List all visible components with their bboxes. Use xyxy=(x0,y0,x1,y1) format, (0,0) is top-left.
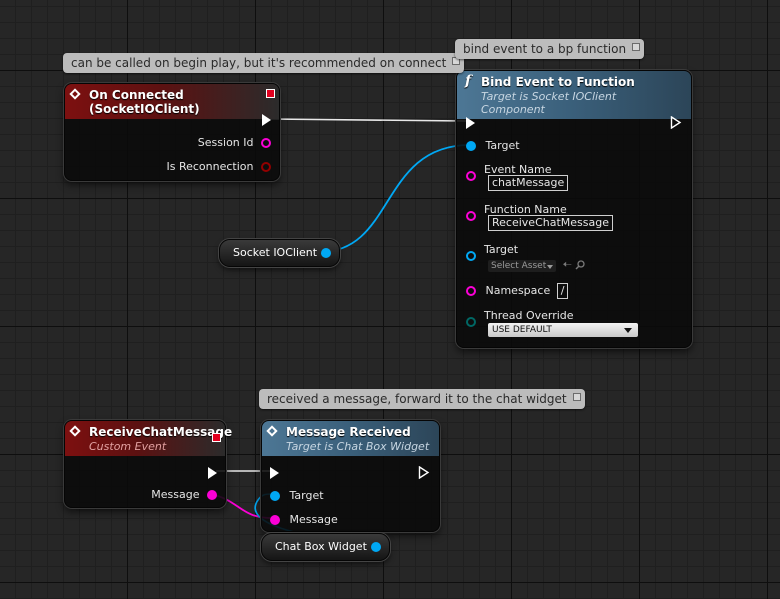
comment-text: can be called on begin play, but it's re… xyxy=(71,56,447,70)
object-wire-socket-target xyxy=(319,144,471,253)
select-asset-dropdown[interactable]: Select Asset xyxy=(488,260,556,272)
comment-on-connected[interactable]: can be called on begin play, but it's re… xyxy=(63,53,465,73)
target-asset-field[interactable]: Select Asset 🠠 xyxy=(488,256,586,275)
node-subtitle: Custom Event xyxy=(89,440,167,453)
message-received-node[interactable]: Message Received Target is Chat Box Widg… xyxy=(261,420,440,532)
pin-namespace[interactable]: Namespace / xyxy=(466,283,569,299)
exec-arrow-icon xyxy=(262,114,271,126)
pin-label: Function Name xyxy=(484,203,567,216)
event-diamond-icon xyxy=(266,425,278,437)
thread-override-dropdown[interactable]: USE DEFAULT xyxy=(488,323,638,337)
delegate-square-icon[interactable] xyxy=(212,433,221,442)
exec-arrow-icon xyxy=(466,117,475,129)
exec-out-pin[interactable] xyxy=(670,115,682,132)
object-pin-icon xyxy=(466,251,476,261)
bind-event-node[interactable]: f Bind Event to Function Target is Socke… xyxy=(456,70,692,348)
pin-message[interactable]: Message xyxy=(151,488,217,501)
string-pin-icon xyxy=(466,286,476,296)
string-pin-icon xyxy=(466,171,476,181)
namespace-input[interactable]: / xyxy=(556,283,569,299)
object-pin-icon[interactable] xyxy=(370,542,381,552)
pin-label: Message xyxy=(151,488,200,501)
search-icon[interactable] xyxy=(575,260,586,270)
pin-label: Thread Override xyxy=(484,309,574,322)
event-diamond-icon xyxy=(69,425,81,437)
node-header: Message Received Target is Chat Box Widg… xyxy=(262,421,439,456)
event-name-field[interactable]: chatMessage xyxy=(488,175,569,191)
function-f-icon: f xyxy=(465,73,472,89)
pin-label: Target xyxy=(485,139,520,152)
string-pin-icon xyxy=(270,515,280,525)
node-header: ReceiveChatMessage Custom Event xyxy=(65,421,232,456)
string-pin-icon xyxy=(261,138,271,148)
on-connected-node[interactable]: On Connected (SocketIOClient) Session Id… xyxy=(64,83,280,181)
pin-target[interactable]: Target xyxy=(270,489,324,502)
pin-label: Is Reconnection xyxy=(166,160,254,173)
dropdown-value: USE DEFAULT xyxy=(492,325,552,335)
pin-label: Namespace xyxy=(485,284,551,297)
receive-chat-message-node[interactable]: ReceiveChatMessage Custom Event Message xyxy=(64,420,232,508)
comment-text: received a message, forward it to the ch… xyxy=(267,392,567,406)
pin-is-reconnection[interactable]: Is Reconnection xyxy=(166,160,271,173)
pin-label: Message xyxy=(289,513,338,526)
comment-text: bind event to a bp function xyxy=(463,42,627,56)
pin-event-name[interactable]: Event Name xyxy=(466,163,551,181)
event-name-input[interactable]: chatMessage xyxy=(488,175,569,191)
chevron-down-icon xyxy=(547,265,553,269)
exec-in-pin[interactable] xyxy=(466,116,475,129)
pin-label: Event Name xyxy=(484,163,552,176)
pin-session-id[interactable]: Session Id xyxy=(198,136,271,149)
exec-out-pin[interactable] xyxy=(208,466,217,479)
asset-value: Select Asset xyxy=(491,261,547,271)
comment-received-message[interactable]: received a message, forward it to the ch… xyxy=(259,389,585,409)
pin-label: Target xyxy=(484,243,519,256)
var-label: Chat Box Widget xyxy=(275,540,367,553)
exec-arrow-icon xyxy=(418,465,430,480)
pin-label: Session Id xyxy=(197,136,254,149)
comment-bind-event[interactable]: bind event to a bp function xyxy=(455,39,645,59)
object-pin-icon[interactable] xyxy=(321,248,332,258)
node-title: Message Received xyxy=(286,425,411,439)
pin-target[interactable]: Target xyxy=(466,139,520,152)
thread-override-field[interactable]: USE DEFAULT xyxy=(488,322,638,337)
pin-label: Target xyxy=(289,489,324,502)
exec-arrow-icon xyxy=(208,467,217,479)
enum-pin-icon xyxy=(466,317,476,327)
pin-thread-override[interactable]: Thread Override xyxy=(466,309,574,327)
pin-message[interactable]: Message xyxy=(270,513,338,526)
chat-box-widget-var-node[interactable]: Chat Box Widget xyxy=(261,533,390,561)
node-header: On Connected (SocketIOClient) xyxy=(65,84,279,119)
exec-arrow-icon xyxy=(270,467,279,479)
event-diamond-icon xyxy=(69,88,81,100)
node-title: On Connected (SocketIOClient) xyxy=(89,88,200,116)
node-subtitle: Target is Socket IOClient Component xyxy=(481,90,617,116)
pin-function-name[interactable]: Function Name xyxy=(466,203,567,221)
exec-arrow-icon xyxy=(670,115,682,130)
string-pin-icon xyxy=(207,490,217,500)
node-header: f Bind Event to Function Target is Socke… xyxy=(457,71,691,119)
bool-pin-icon xyxy=(261,162,271,172)
browse-arrow-icon[interactable]: 🠠 xyxy=(562,258,572,271)
object-pin-icon xyxy=(270,491,280,501)
exec-out-pin[interactable] xyxy=(262,113,271,126)
chevron-down-icon xyxy=(624,328,632,333)
socket-ioclient-var-node[interactable]: Socket IOClient xyxy=(219,239,341,267)
node-subtitle: Target is Chat Box Widget xyxy=(286,440,430,453)
node-title: ReceiveChatMessage xyxy=(89,425,233,439)
var-label: Socket IOClient xyxy=(233,246,318,259)
function-name-input[interactable]: ReceiveChatMessage xyxy=(488,215,613,231)
object-pin-icon xyxy=(466,141,476,151)
delegate-square-icon[interactable] xyxy=(266,89,275,98)
pin-target-asset[interactable]: Target xyxy=(466,243,518,261)
exec-wire-connected-bind xyxy=(269,118,467,122)
function-name-field[interactable]: ReceiveChatMessage xyxy=(488,215,613,231)
exec-out-pin[interactable] xyxy=(418,465,430,482)
exec-in-pin[interactable] xyxy=(270,466,279,479)
string-pin-icon xyxy=(466,211,476,221)
node-title: Bind Event to Function xyxy=(481,75,635,89)
